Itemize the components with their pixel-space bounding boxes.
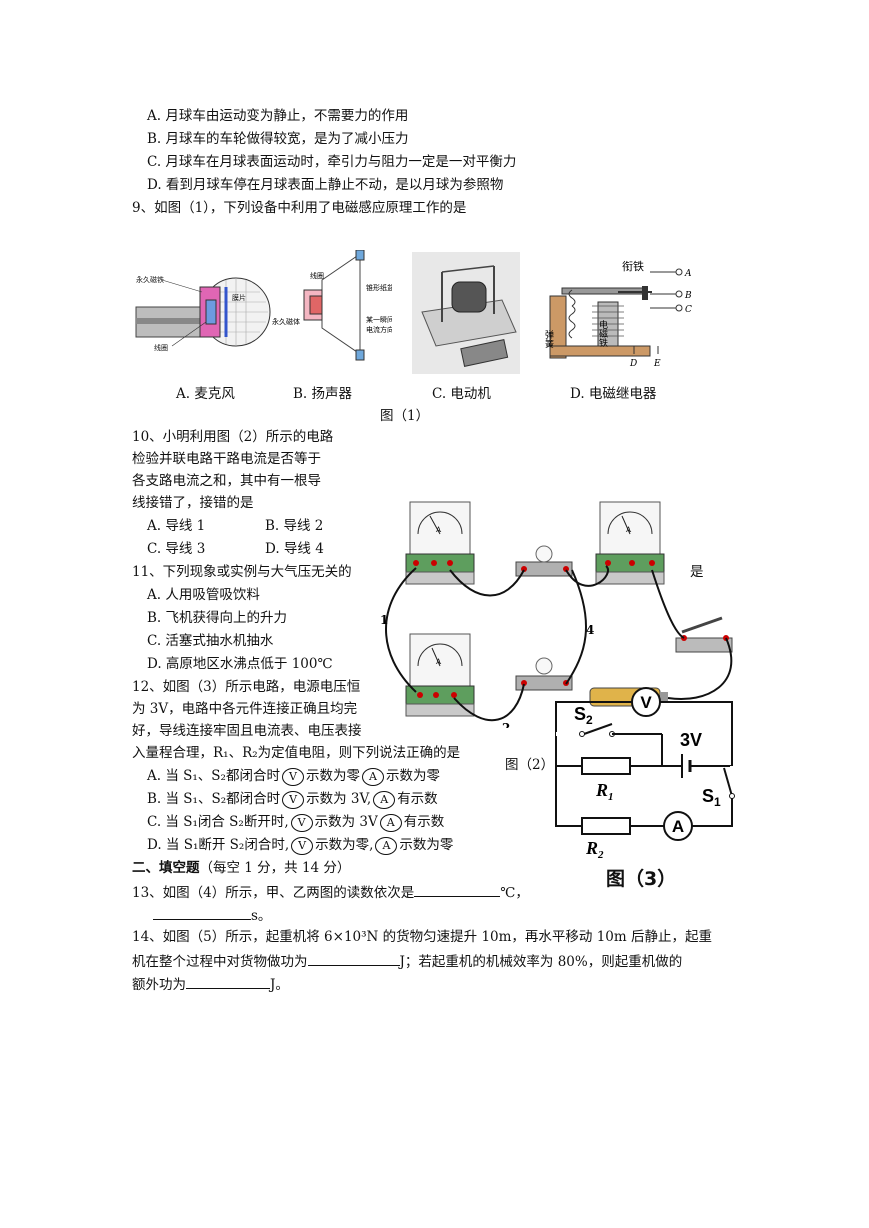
motor-figure (412, 252, 520, 374)
q9-caption-d: D. 电磁继电器 (570, 386, 657, 402)
speaker-label-cone: 锥形纸盆 (366, 283, 392, 292)
q12-stem-line1: 12、如图（3）所示电路，电源电压恒 (132, 679, 361, 695)
speaker-label-coil: 线圈 (310, 271, 324, 280)
ammeter-badge: A (361, 767, 384, 786)
q12-stem-line2: 为 3V，电路中各元件连接正确且均完 (132, 701, 358, 717)
q14-line1: 14、如图（5）所示，起重机将 6×10³N 的货物匀速提升 10m，再水平移动… (132, 929, 712, 945)
speaker-figure: 线圈 锥形纸盆 永久磁体 某一瞬间 电流方向 (272, 250, 392, 361)
ammeter-symbol: A (672, 817, 684, 836)
relay-label-a: A (684, 269, 692, 279)
relay-label-magnet: 电磁铁 (597, 319, 608, 348)
ammeter-badge: A (375, 836, 398, 855)
q13-line2: s。 (153, 905, 271, 925)
q11-option-d: D. 高原地区水沸点低于 100℃ (147, 656, 333, 672)
q8-option-a: A. 月球车由运动变为静止，不需要力的作用 (147, 108, 409, 124)
q9-caption-c: C. 电动机 (432, 386, 491, 402)
voltmeter-badge: V (290, 813, 313, 832)
r2-label: R2 (585, 838, 604, 861)
q14-blank-2[interactable] (186, 974, 270, 989)
mic-label-diaphragm: 膜片 (232, 293, 246, 302)
svg-text:A: A (435, 658, 442, 666)
q13-blank-2[interactable] (153, 905, 251, 920)
figure2-label: 图（2） (505, 757, 555, 773)
microphone-figure: 永久磁铁 膜片 线圈 (135, 275, 271, 352)
relay-figure: 衔铁 弹簧 电磁铁 A B C D E (543, 260, 692, 369)
q12-stem-line3: 好，导线连接牢固且电流表、电压表接 (132, 723, 362, 739)
q13-line1: 13、如图（4）所示，甲、乙两图的读数依次是℃， (132, 882, 529, 902)
voltmeter-badge: V (281, 767, 304, 786)
s2-label: S2 (574, 704, 593, 727)
figure2-circuit: A A A (380, 501, 733, 728)
relay-label-armature: 衔铁 (622, 260, 644, 273)
q8-option-d: D. 看到月球车停在月球表面上静止不动，是以月球为参照物 (147, 177, 504, 193)
wire-label-1: 1 (380, 613, 388, 627)
relay-label-spring: 弹簧 (543, 329, 554, 349)
q8-option-b: B. 月球车的车轮做得较宽，是为了减小压力 (147, 131, 409, 147)
relay-label-e: E (653, 359, 661, 369)
q11-stem-tail: 是 (690, 564, 704, 580)
voltmeter-symbol: V (640, 693, 652, 712)
q11-option-a: A. 人用吸管吸饮料 (147, 587, 260, 603)
q11-stem: 11、下列现象或实例与大气压无关的 (132, 564, 352, 580)
q9-caption-a: A. 麦克风 (176, 386, 235, 402)
voltmeter-badge: V (282, 790, 305, 809)
mic-label-magnet: 永久磁铁 (136, 275, 164, 284)
speaker-label-instant: 某一瞬间 (366, 316, 392, 324)
q10-option-b: B. 导线 2 (265, 518, 324, 534)
relay-label-d: D (629, 359, 637, 369)
q13-blank-1[interactable] (414, 882, 501, 897)
q10-option-d: D. 导线 4 (265, 541, 324, 557)
bulb-top (515, 545, 573, 577)
bulb-bottom (515, 657, 573, 691)
svg-text:A: A (625, 526, 632, 534)
figure3-label: 图（3） (606, 868, 677, 890)
knife-switch (675, 616, 733, 653)
speaker-label-magnet: 永久磁体 (272, 317, 300, 326)
speaker-label-current: 电流方向 (366, 325, 392, 334)
voltmeter-badge: V (291, 836, 314, 855)
q14-blank-1[interactable] (307, 951, 400, 966)
q10-option-c: C. 导线 3 (147, 541, 206, 557)
q11-option-b: B. 飞机获得向上的升力 (147, 610, 288, 626)
r1-label: R1 (595, 780, 614, 803)
q10-stem-line3: 各支路电流之和，其中有一根导 (132, 473, 321, 489)
mic-label-coil: 线圈 (154, 343, 168, 352)
ammeter-bottom-left: A (405, 633, 475, 717)
ammeter-badge: A (379, 813, 402, 832)
q10-stem-line1: 10、小明利用图（2）所示的电路 (132, 429, 334, 445)
q9-stem: 9、如图（1），下列设备中利用了电磁感应原理工作的是 (132, 200, 467, 216)
q10-option-a: A. 导线 1 (147, 518, 206, 534)
figure3-circuit: V S2 3V R1 S1 A R2 (555, 687, 735, 861)
battery-label: 3V (680, 730, 702, 750)
q8-option-c: C. 月球车在月球表面运动时，牵引力与阻力一定是一对平衡力 (147, 154, 517, 170)
ammeter-badge: A (373, 790, 396, 809)
relay-label-b: B (684, 291, 692, 301)
q10-stem-line4: 线接错了，接错的是 (132, 495, 254, 511)
section2-heading: 二、填空题（每空 1 分，共 14 分） (132, 860, 351, 876)
q11-option-c: C. 活塞式抽水机抽水 (147, 633, 274, 649)
wire-label-2: 2 (502, 721, 510, 728)
relay-label-c: C (685, 305, 692, 315)
q9-caption-b: B. 扬声器 (293, 386, 353, 402)
s1-label: S1 (702, 786, 721, 809)
ammeter-top-left: A (405, 501, 475, 585)
wire-label-4: 4 (586, 623, 594, 637)
q12-stem-line4: 入量程合理，R₁、R₂为定值电阻，则下列说法正确的是 (132, 745, 461, 761)
svg-text:A: A (435, 526, 442, 534)
figure1-label: 图（1） (380, 408, 430, 424)
ammeter-top-right: A (595, 501, 665, 585)
q10-stem-line2: 检验并联电路干路电流是否等于 (132, 451, 321, 467)
